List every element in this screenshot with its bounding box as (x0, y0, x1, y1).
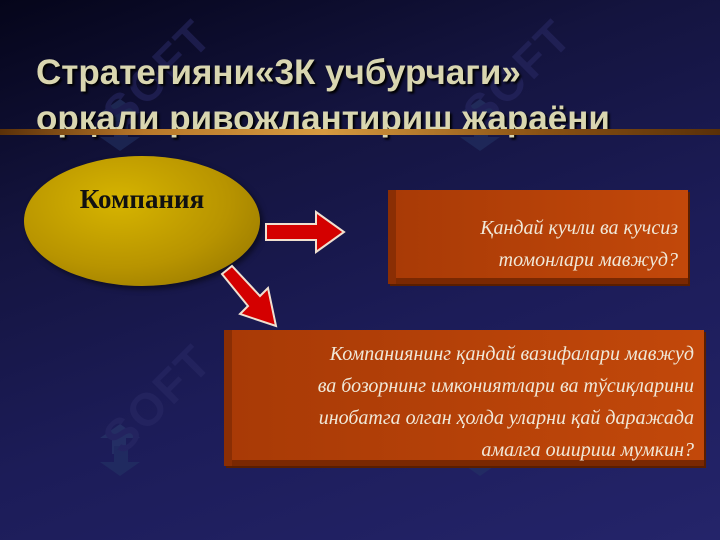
title-divider (0, 129, 720, 135)
box2-line: Компаниянинг қандай вазифалари мавжуд (329, 343, 694, 365)
tasks-opportunities-box: Компаниянинг қандай вазифалари мавжуд ва… (224, 330, 704, 466)
watermark: SOFT (90, 334, 222, 485)
watermark-logo-icon (100, 99, 140, 151)
box1-line: Қандай кучли ва кучсиз (480, 217, 678, 239)
watermark-text: SOFT (92, 334, 222, 464)
box1-line: томонлари мавжуд? (498, 249, 678, 271)
company-label: Компания (79, 184, 205, 214)
box2-line: инобатга олган ҳолда уларни қай даражада (318, 407, 694, 429)
arrow-right-icon (265, 210, 346, 254)
title-line-1: Стратегияни«3К учбурчаги» (36, 53, 521, 92)
arrow-down-right-icon (220, 264, 278, 328)
watermark: SOFT (90, 9, 222, 160)
watermark: SOFT (450, 9, 582, 160)
box2-line: амалга ошириш мумкин? (481, 439, 694, 461)
strengths-weaknesses-box: Қандай кучли ва кучсиз томонлари мавжуд? (388, 190, 688, 284)
watermark-logo-icon (100, 424, 140, 476)
watermark-logo-icon (460, 99, 500, 151)
title-line-2: орқали ривожлантириш жараёни (36, 99, 610, 138)
company-ellipse: Компания (24, 156, 260, 286)
box2-line: ва бозорнинг имкониятлари ва тўсиқларини (317, 375, 694, 397)
